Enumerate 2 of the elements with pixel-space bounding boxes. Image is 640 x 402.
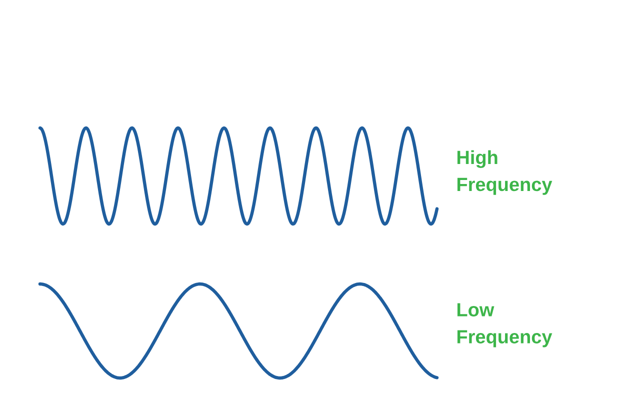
frequency-label: High Frequency [457,150,552,195]
frequency-label: Low Frequency [457,303,552,348]
